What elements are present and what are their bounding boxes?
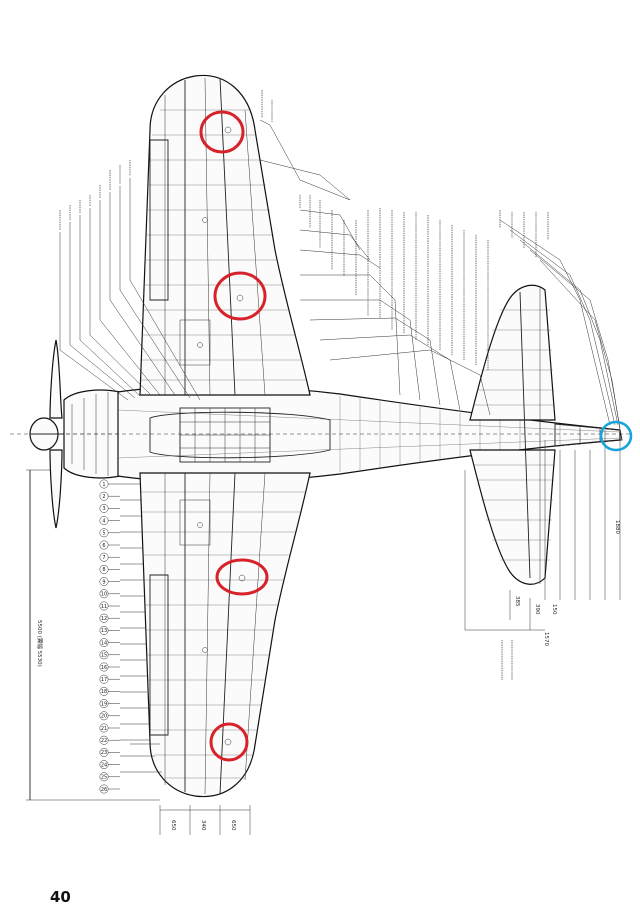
horizontal-stabilizer <box>469 284 556 585</box>
tail-dim-1880: 1880 <box>614 520 620 534</box>
tail-dimensions: 1570 385 390 150 1880 <box>464 430 621 646</box>
station-number: 6 <box>102 543 105 549</box>
station-number: 16 <box>101 665 107 671</box>
station-number: 11 <box>101 604 107 610</box>
upper-wing <box>139 74 311 396</box>
highlight-upper-wing-mid <box>213 271 267 321</box>
station-number: 17 <box>101 677 107 683</box>
station-numbers: 1234567891011121314151617181920212223242… <box>99 479 120 794</box>
tail-dim-150: 150 <box>551 604 557 615</box>
station-number: 10 <box>101 592 107 598</box>
engine-cowling <box>63 389 121 479</box>
root-dim-3: 650 <box>230 820 236 831</box>
highlight-upper-wingtip <box>199 110 245 154</box>
station-number: 8 <box>102 567 105 573</box>
station-number: 20 <box>101 714 107 720</box>
page-number: 40 <box>50 888 71 906</box>
station-number: 12 <box>101 616 107 622</box>
station-number: 9 <box>102 579 105 585</box>
root-dim-2: 340 <box>200 820 206 831</box>
station-number: 7 <box>102 555 105 561</box>
highlight-lower-wing-mid <box>215 558 269 596</box>
station-number: 25 <box>101 775 107 781</box>
highlight-tail <box>599 420 633 452</box>
chord-dimensions: 650 340 650 <box>120 483 251 835</box>
station-number: 3 <box>102 506 105 512</box>
station-number: 13 <box>101 628 107 634</box>
station-number: 23 <box>101 750 107 756</box>
station-number: 14 <box>101 640 107 646</box>
station-number: 15 <box>101 653 107 659</box>
station-number: 19 <box>101 701 107 707</box>
highlight-lower-wingtip <box>209 722 249 762</box>
root-dim-1: 650 <box>170 820 176 831</box>
tail-dim-385: 385 <box>514 596 520 607</box>
highlights <box>199 110 633 762</box>
wingspan-label: 5500 (翼幅 5530) <box>36 620 44 667</box>
lower-wing <box>130 472 311 798</box>
annotation-leaders <box>59 119 621 431</box>
wingspan-dimension: 5500 (翼幅 5530) <box>26 469 160 801</box>
propeller <box>29 339 66 529</box>
station-number: 26 <box>101 787 107 793</box>
station-number: 24 <box>101 762 107 768</box>
station-number: 4 <box>102 518 105 524</box>
station-number: 2 <box>102 494 105 500</box>
station-number: 18 <box>101 689 107 695</box>
tail-dim-1570: 1570 <box>543 632 549 646</box>
annotation-notes <box>59 90 549 680</box>
tail-dim-390: 390 <box>534 604 540 615</box>
station-number: 21 <box>101 726 107 732</box>
station-number: 1 <box>102 482 105 488</box>
station-number: 22 <box>101 738 107 744</box>
station-number: 5 <box>102 531 105 537</box>
